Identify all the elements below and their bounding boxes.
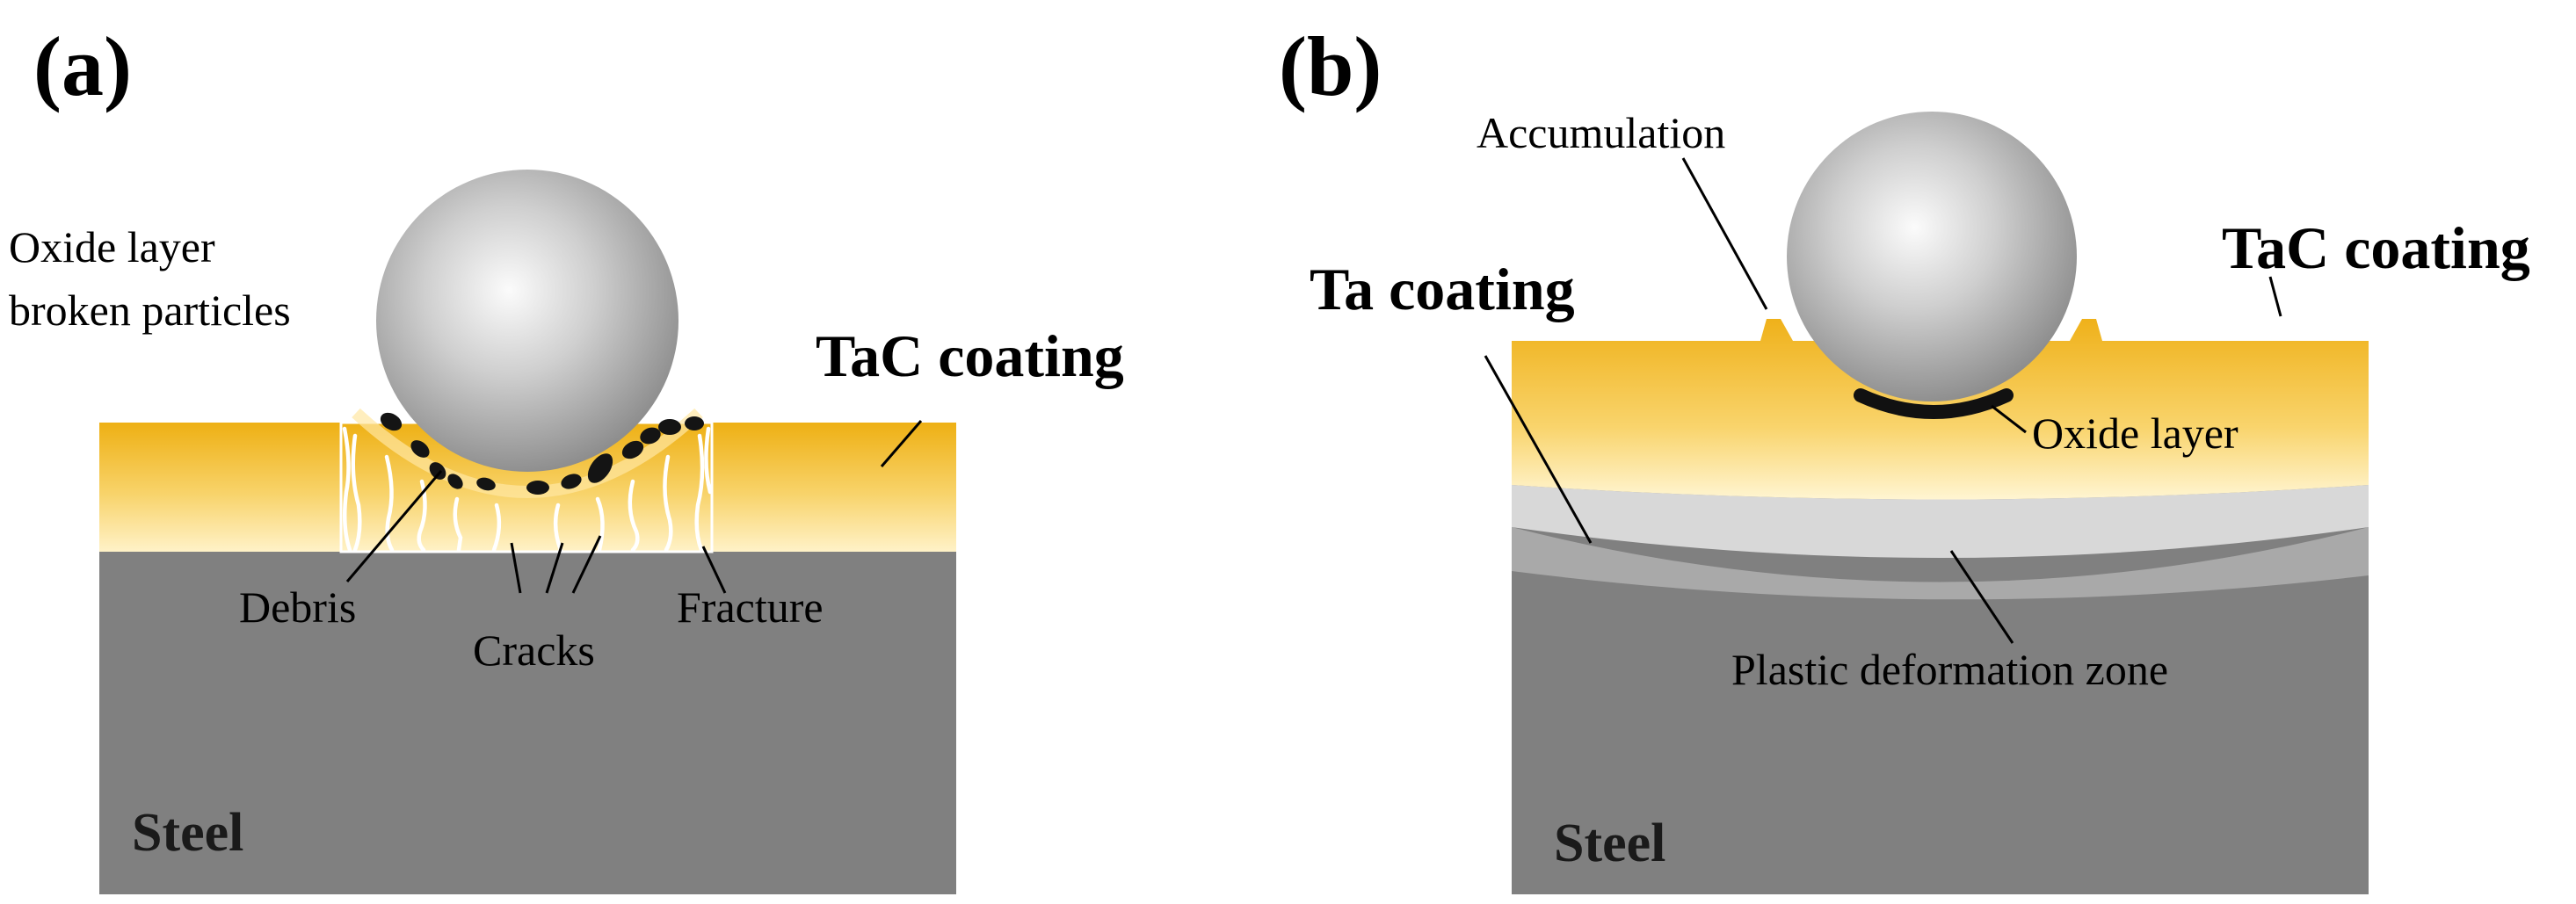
panel-a-wear-groove — [352, 408, 703, 498]
panel-b-accumulation-label: Accumulation — [1477, 108, 1725, 157]
oxide-particle — [429, 462, 446, 480]
panel-b-plastic-zone-label: Plastic deformation zone — [1731, 645, 2168, 694]
panel-a-oxide-particles-label-2: broken particles — [9, 286, 291, 335]
oxide-particle — [658, 419, 681, 435]
oxide-particle — [410, 440, 430, 458]
panel-a-crack-leader-2 — [545, 542, 564, 594]
oxide-particle — [621, 440, 644, 459]
panel-b-oxide-leader — [1991, 404, 2027, 434]
oxide-particle — [476, 477, 496, 491]
crack — [453, 496, 463, 553]
panel-b-ta-leader — [1484, 355, 1593, 544]
panel-b-tac-leader — [2268, 276, 2282, 317]
panel-b-oxide-layer-label: Oxide layer — [2032, 409, 2239, 458]
crack — [663, 454, 673, 553]
panel-a-steel-substrate — [99, 552, 956, 894]
panel-b-steel-label: Steel — [1554, 814, 1665, 873]
panel-a-fracture-leader — [701, 546, 727, 594]
panel-b-ta-coating — [1512, 485, 2369, 558]
crack — [342, 426, 352, 553]
panel-b-oxide-layer — [1854, 388, 2014, 419]
panel-a-debris-leader — [345, 470, 443, 582]
panel-b-plastic-deformation-zone — [1512, 527, 2369, 600]
panel-b-accumulation-leader — [1681, 157, 1768, 310]
panel-a-label: (a) — [33, 19, 132, 113]
crack — [384, 454, 395, 553]
panel-b-tac-coating-label: TaC coating — [2222, 214, 2530, 281]
crack — [628, 479, 640, 553]
panel-a-crack-leader-3 — [571, 535, 602, 594]
panel-b: (b) Accumulation TaC coating Ta coating … — [1279, 19, 2530, 894]
panel-a-crack-leader-1 — [510, 542, 522, 594]
crack — [491, 503, 502, 553]
panel-b-ta-coating-label: Ta coating — [1310, 256, 1575, 322]
panel-a-cracks-label: Cracks — [473, 626, 595, 675]
crack — [694, 433, 705, 553]
panel-a-debris-label: Debris — [239, 582, 356, 632]
oxide-particle — [640, 427, 661, 445]
panel-b-steel-ball — [1787, 112, 2077, 401]
panel-a: (a) — [9, 19, 1124, 894]
crack — [417, 479, 427, 553]
panel-a-tac-coating-label: TaC coating — [816, 322, 1124, 389]
crack — [595, 496, 605, 553]
crack — [704, 426, 713, 495]
panel-a-oxide-particles — [380, 412, 704, 495]
panel-a-fracture-label: Fracture — [677, 582, 824, 632]
panel-b-plastic-zone-leader — [1949, 550, 2014, 644]
panel-a-steel-ball — [376, 170, 678, 472]
panel-a-tac-leader — [880, 420, 923, 467]
oxide-particle — [587, 453, 613, 483]
crack — [351, 433, 362, 553]
crack — [553, 503, 563, 553]
oxide-particle — [447, 474, 463, 489]
oxide-particle — [561, 474, 582, 489]
panel-a-steel-label: Steel — [132, 803, 243, 863]
panel-a-cracks — [342, 426, 713, 553]
oxide-particle — [380, 412, 403, 431]
oxide-particle — [526, 481, 549, 495]
oxide-particle — [685, 416, 704, 430]
panel-b-label: (b) — [1279, 19, 1382, 113]
panel-a-oxide-particles-label-1: Oxide layer — [9, 222, 215, 271]
